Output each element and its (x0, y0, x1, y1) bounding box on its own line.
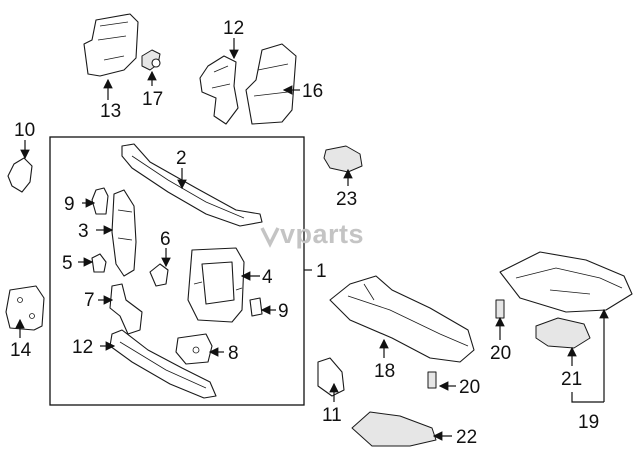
part-21-cover-plate (535, 317, 591, 349)
part-13-bracket (199, 55, 239, 125)
callout-5: 5 (62, 253, 73, 274)
callout-2: 2 (176, 148, 187, 169)
callout-7: 7 (84, 290, 95, 311)
callout-18: 18 (374, 361, 395, 382)
callout-21: 21 (561, 369, 582, 390)
part-12-lower-support (109, 329, 217, 399)
callout-1: 1 (316, 261, 327, 282)
part-4-side-panel (187, 247, 245, 323)
leader-lines (15, 38, 609, 441)
callout-14: 14 (10, 340, 32, 361)
callout-20-b: 20 (459, 377, 480, 398)
callout-16: 16 (302, 81, 323, 102)
callout-8: 8 (228, 343, 239, 364)
callout-20-a: 20 (490, 343, 511, 364)
callout-labels: 13 17 12 16 10 2 9 3 5 6 4 1 9 7 8 12 14… (10, 18, 599, 448)
callout-13: 12 (223, 18, 244, 39)
callout-15: 13 (100, 101, 121, 122)
callout-9-right: 9 (278, 301, 289, 322)
part-16-seal (245, 43, 297, 125)
part-20-bolt-b (427, 371, 437, 389)
assembly-frame (49, 136, 305, 406)
callout-19: 19 (578, 412, 599, 433)
part-19-engine-under-cover (499, 251, 633, 313)
callout-12: 12 (72, 337, 93, 358)
callout-6: 6 (160, 229, 171, 250)
callout-4: 4 (262, 267, 273, 288)
part-17-clip (141, 49, 161, 71)
part-23-bracket (323, 145, 363, 173)
part-6-bracket (149, 263, 169, 287)
part-22-lower-cover (351, 411, 437, 447)
part-5-clip (91, 253, 107, 273)
callout-11: 11 (322, 405, 342, 426)
part-2-upper-support (121, 143, 263, 227)
part-14-plate (5, 285, 45, 331)
part-7-brace (109, 283, 143, 335)
callout-3: 3 (78, 221, 89, 242)
callout-10: 10 (14, 120, 35, 141)
part-9-clip-right (249, 297, 263, 317)
part-15-deflector (83, 13, 139, 77)
callout-17: 17 (142, 89, 163, 110)
part-20-bolt-a (495, 299, 505, 319)
callout-22: 22 (456, 427, 477, 448)
part-9-clip-left (91, 187, 109, 215)
part-3-side-member (111, 189, 137, 277)
part-8-bracket (175, 333, 213, 365)
watermark-logo: vparts (260, 219, 364, 249)
callout-23: 23 (336, 189, 357, 210)
callout-9-left: 9 (64, 194, 75, 215)
part-11-bracket (317, 357, 345, 397)
part-10-bracket (7, 157, 33, 193)
svg-text:vparts: vparts (280, 219, 364, 249)
part-18-under-cover (329, 275, 475, 363)
